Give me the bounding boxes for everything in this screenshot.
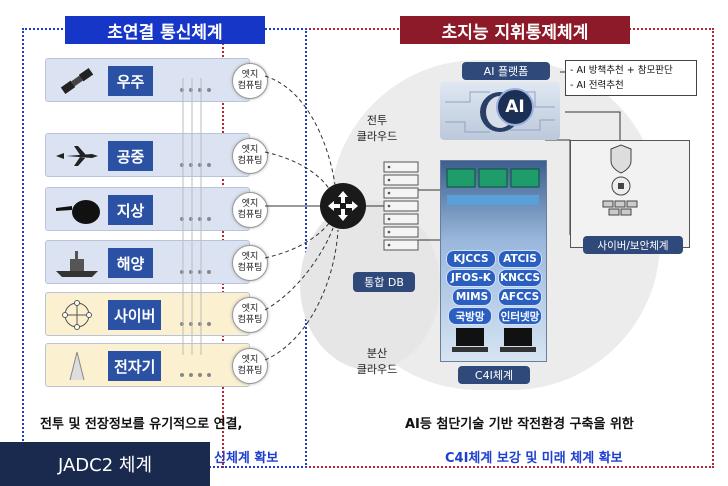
tactical-cloud-label: 전투 클라우드 bbox=[356, 114, 398, 143]
system-knccs: KNCCS bbox=[498, 269, 542, 287]
system-afccs: AFCCS bbox=[498, 288, 542, 306]
domain-row: 해양 bbox=[45, 240, 250, 284]
domain-label: 우주 bbox=[108, 66, 153, 96]
system-atcis: ATCIS bbox=[498, 250, 542, 268]
system-kjccs: KJCCS bbox=[446, 250, 496, 268]
distributed-cloud-label: 분산 클라우드 bbox=[356, 347, 398, 376]
laptop-icon bbox=[500, 328, 536, 354]
router-icon bbox=[320, 183, 366, 229]
ai-note-item: - AI 방책추천 + 참모판단 bbox=[570, 65, 673, 76]
ai-platform-label: AI 플랫폼 bbox=[462, 62, 550, 80]
domain-label: 해양 bbox=[108, 248, 153, 278]
server-rack-icon bbox=[382, 160, 420, 260]
domain-label: 사이버 bbox=[108, 300, 162, 330]
left-caption-line1: 전투 및 전장정보를 유기적으로 연결, bbox=[40, 417, 243, 432]
left-panel-title: 초연결 통신체계 bbox=[65, 16, 265, 44]
integrated-db-label: 통합 DB bbox=[353, 272, 415, 292]
domain-row: 공중 bbox=[45, 133, 250, 177]
edge-computing-node: 엣지 컴퓨팅 bbox=[232, 245, 268, 281]
laptop-icon bbox=[452, 328, 488, 354]
cyber-security-block bbox=[570, 140, 690, 248]
right-caption-line2: C4I체계 보강 및 미래 체계 확보 bbox=[445, 451, 623, 466]
edge-computing-node: 엣지 컴퓨팅 bbox=[232, 138, 268, 174]
ai-notes-box: - AI 방책추천 + 참모판단 - AI 전력추천 bbox=[565, 60, 697, 96]
edge-computing-node: 엣지 컴퓨팅 bbox=[232, 192, 268, 228]
c4i-label: C4I체계 bbox=[458, 366, 530, 384]
system-mims: MIMS bbox=[452, 288, 492, 306]
domain-label: 지상 bbox=[108, 195, 153, 225]
system-jfos-k: JFOS-K bbox=[446, 269, 496, 287]
domain-row: 우주 bbox=[45, 58, 250, 102]
domain-row: 지상 bbox=[45, 187, 250, 231]
link-connector bbox=[178, 363, 214, 377]
ai-badge: AI bbox=[496, 88, 534, 126]
right-caption-line1: AI등 첨단기술 기반 작전환경 구축을 위한 bbox=[405, 417, 634, 432]
aircraft-icon bbox=[52, 138, 102, 174]
domain-label: 공중 bbox=[108, 141, 153, 171]
system-defense-net: 국방망 bbox=[448, 307, 492, 325]
ai-note-item: - AI 전력추천 bbox=[570, 80, 624, 91]
domain-label: 전자기 bbox=[108, 351, 162, 381]
edge-computing-node: 엣지 컴퓨팅 bbox=[232, 348, 268, 384]
satellite-icon bbox=[52, 63, 102, 99]
domain-row: 사이버 bbox=[45, 292, 250, 336]
cyber-security-label: 사이버/보안체계 bbox=[583, 236, 683, 254]
domain-row: 전자기 bbox=[45, 343, 250, 387]
ship-icon bbox=[52, 245, 102, 281]
right-panel-title: 초지능 지휘통제체계 bbox=[400, 16, 630, 44]
edge-computing-node: 엣지 컴퓨팅 bbox=[232, 297, 268, 333]
edge-computing-node: 엣지 컴퓨팅 bbox=[232, 63, 268, 99]
soldier-icon bbox=[52, 192, 102, 228]
left-caption-line2: 신체계 확보 bbox=[214, 451, 279, 466]
jadc2-badge: JADC2 체계 bbox=[0, 442, 210, 486]
network-icon bbox=[52, 297, 102, 333]
system-internet: 인터넷망 bbox=[498, 307, 542, 325]
antenna-icon bbox=[52, 348, 102, 384]
